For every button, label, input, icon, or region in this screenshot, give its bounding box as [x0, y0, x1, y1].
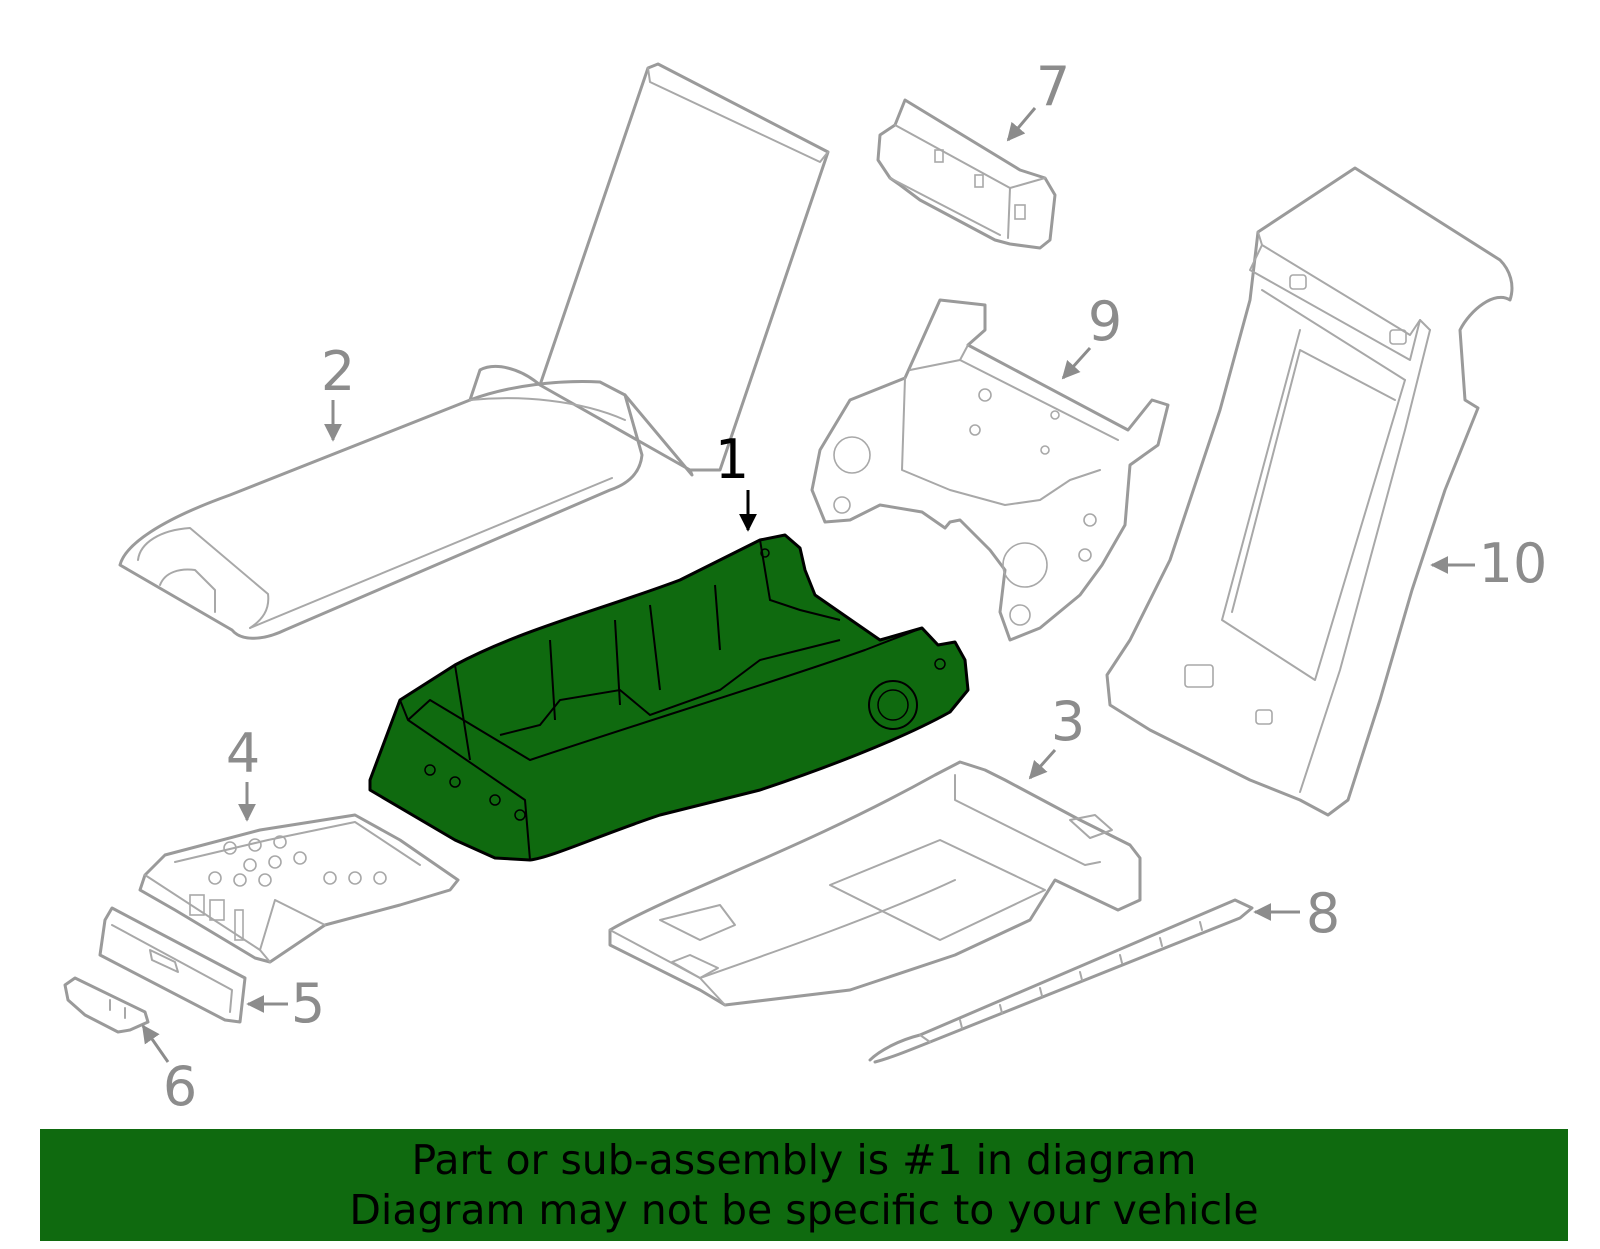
- callout-5[interactable]: 5: [246, 972, 325, 1035]
- part-8-trim-strip: [868, 898, 1254, 1064]
- callout-4[interactable]: 4: [226, 722, 260, 822]
- banner-line-part: Part or sub-assembly is #1 in diagram: [411, 1136, 1197, 1184]
- callout-8[interactable]: 8: [1253, 882, 1340, 945]
- info-banner: Part or sub-assembly is #1 in diagram Di…: [40, 1129, 1568, 1241]
- callout-6[interactable]: 6: [141, 1024, 197, 1118]
- callout-1-label: 1: [715, 428, 749, 491]
- callout-7[interactable]: 7: [1006, 55, 1070, 142]
- callout-4-label: 4: [226, 722, 260, 785]
- callout-5-label: 5: [291, 972, 325, 1035]
- part-3-lower-bin: [608, 760, 1142, 1007]
- part-9-seat-frame: [810, 298, 1170, 642]
- part-5-bezel: [98, 906, 247, 1024]
- callout-10-label: 10: [1479, 532, 1548, 595]
- part-6-latch: [63, 976, 150, 1034]
- callout-6-label: 6: [163, 1055, 197, 1118]
- callout-3-label: 3: [1051, 690, 1085, 753]
- part-1-console-base: [368, 533, 970, 862]
- part-10-rear-panel: [1105, 166, 1514, 817]
- part-4-storage-tray: [138, 813, 460, 964]
- part-2-armrest-lid: [118, 62, 830, 640]
- callout-9-label: 9: [1088, 290, 1122, 353]
- part-7-module: [876, 98, 1057, 250]
- banner-line-disclaimer: Diagram may not be specific to your vehi…: [349, 1186, 1259, 1234]
- callout-6-arrow: [141, 1024, 170, 1063]
- callout-10[interactable]: 10: [1430, 532, 1548, 595]
- callout-2-label: 2: [321, 340, 355, 403]
- callout-7-arrow: [1006, 107, 1037, 142]
- callout-1[interactable]: 1: [715, 428, 757, 532]
- callout-9-arrow: [1061, 346, 1092, 380]
- callout-3[interactable]: 3: [1028, 690, 1085, 780]
- callout-2[interactable]: 2: [321, 340, 355, 442]
- callout-9[interactable]: 9: [1061, 290, 1122, 380]
- callout-7-label: 7: [1036, 55, 1070, 118]
- callout-8-label: 8: [1306, 882, 1340, 945]
- callout-3-arrow: [1028, 749, 1057, 780]
